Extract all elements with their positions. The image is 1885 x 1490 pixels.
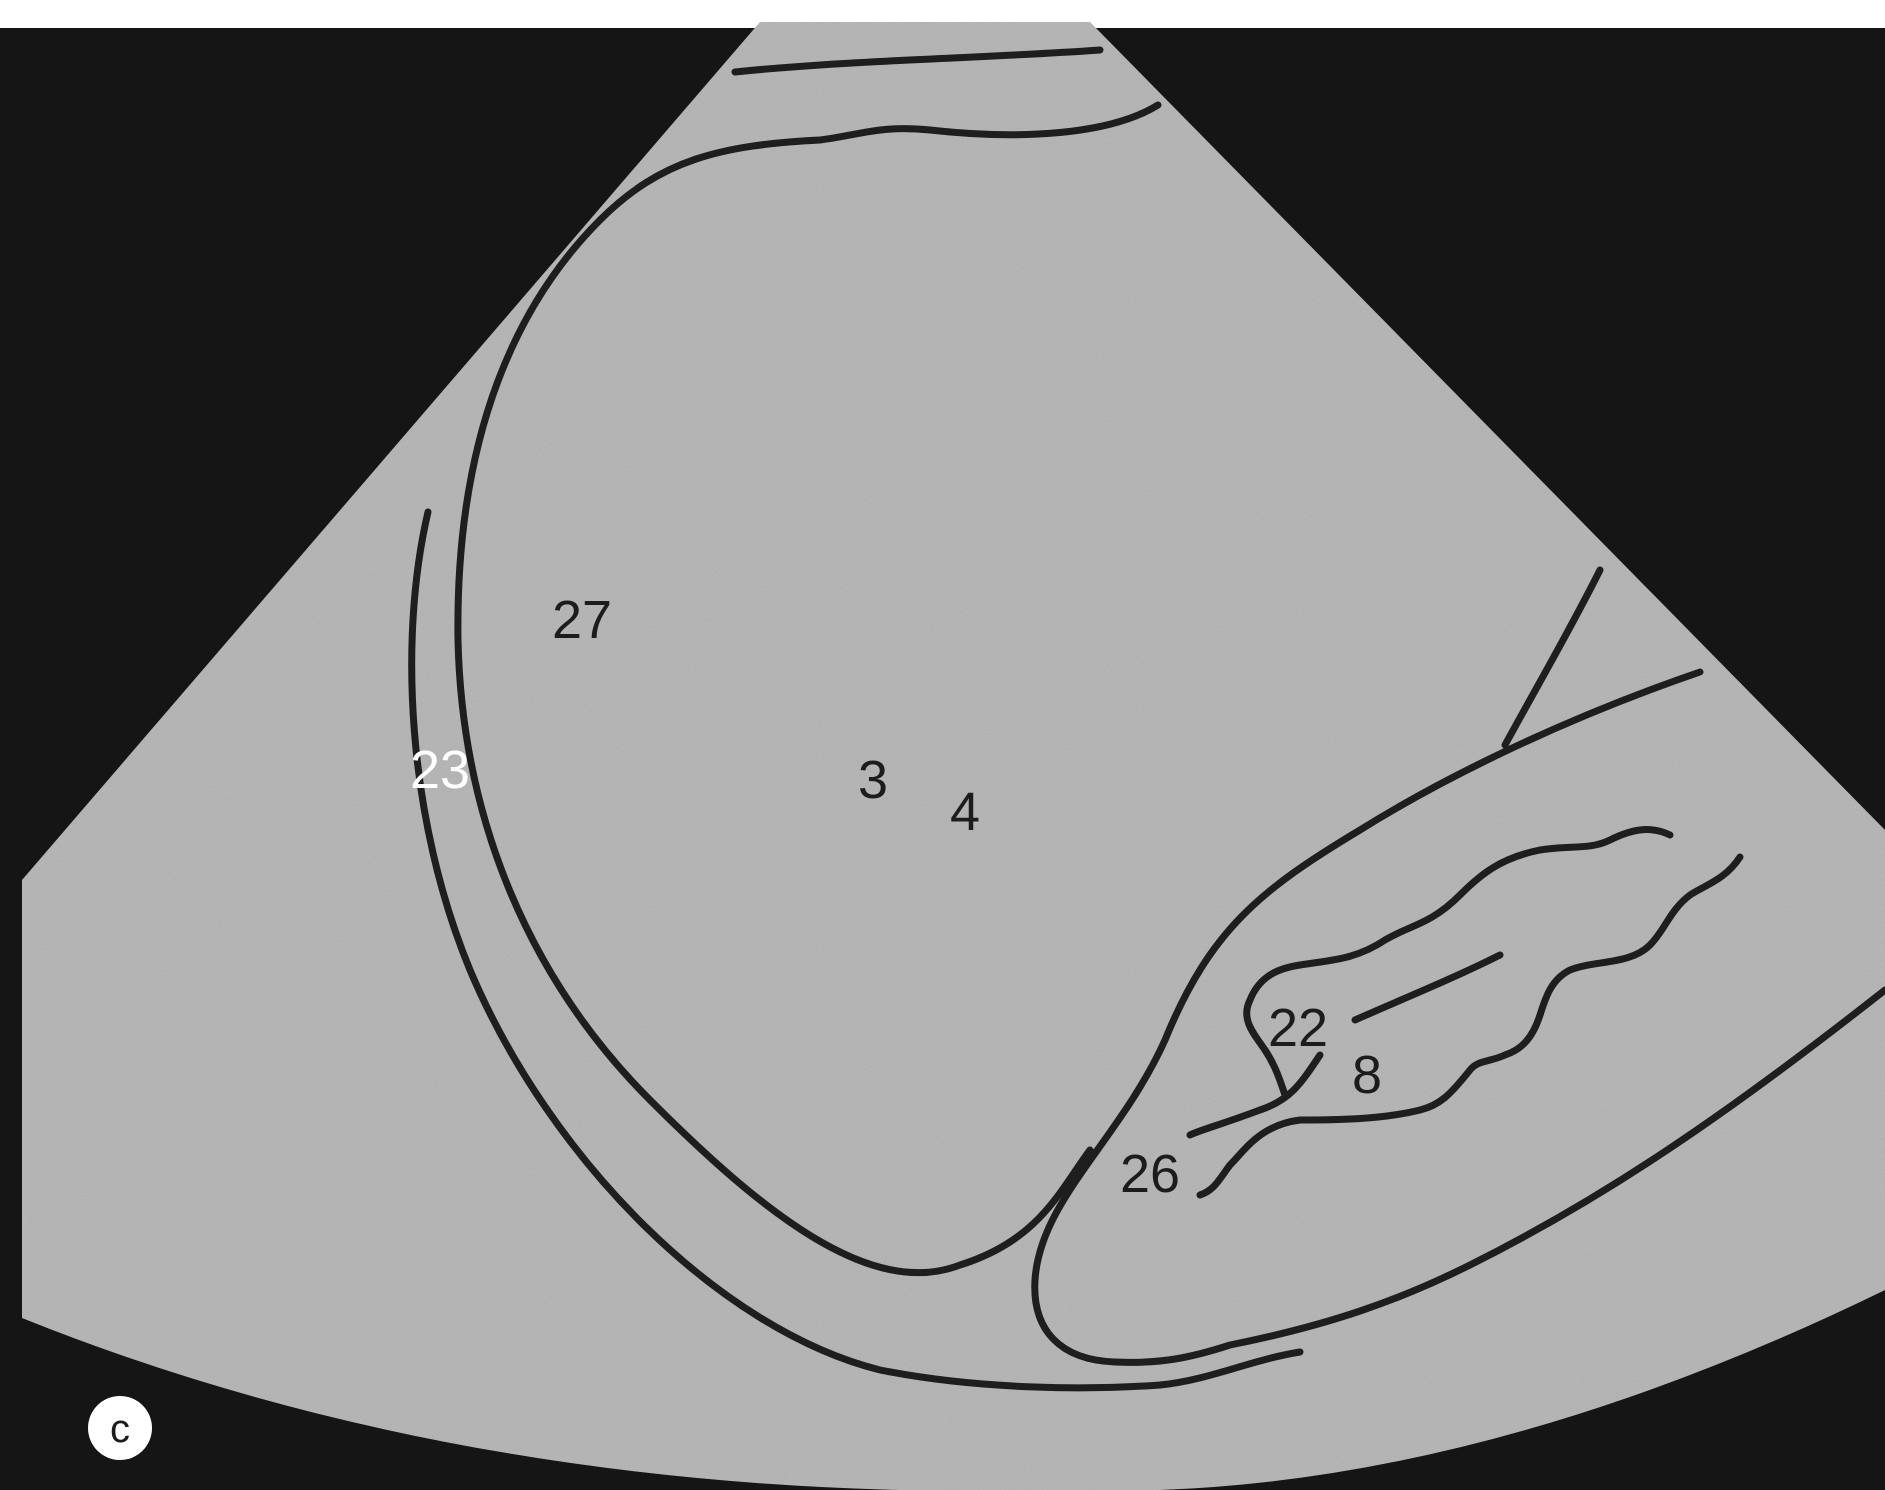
label-4: 4 (950, 782, 980, 842)
label-22: 22 (1268, 998, 1328, 1058)
panel-badge: c (88, 1396, 152, 1460)
label-23: 23 (410, 740, 470, 800)
label-27: 27 (552, 590, 612, 650)
label-3: 3 (858, 750, 888, 810)
label-8: 8 (1352, 1045, 1382, 1105)
label-26: 26 (1120, 1144, 1180, 1204)
panel-letter: c (110, 1407, 130, 1451)
